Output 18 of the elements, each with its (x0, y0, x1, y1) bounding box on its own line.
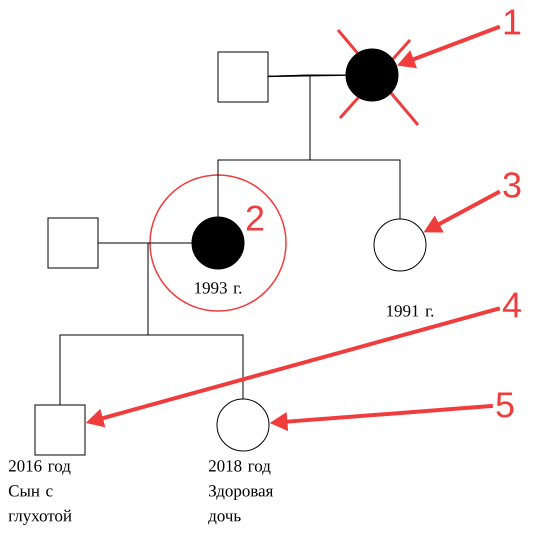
couple-line (268, 74, 346, 78)
year-label: 2016 год Сын с глухотой (8, 460, 72, 525)
descent-line (148, 242, 244, 399)
year-label: 2018 год Здоровая дочь (208, 460, 274, 525)
male-square (48, 218, 98, 268)
female-circle (216, 398, 270, 452)
female-circle (346, 48, 398, 102)
callout-number: 3 (503, 172, 520, 198)
female-circle (374, 218, 426, 272)
callout-number: 4 (502, 292, 521, 318)
year-label: 1993 г. (195, 282, 242, 294)
descent-line (310, 74, 400, 219)
year-label: 1991 г. (387, 305, 434, 317)
female-circle (192, 216, 244, 270)
male-square (34, 404, 86, 456)
male-square (218, 52, 268, 102)
callout-number: 5 (496, 392, 514, 418)
callout-number: 1 (504, 10, 520, 34)
